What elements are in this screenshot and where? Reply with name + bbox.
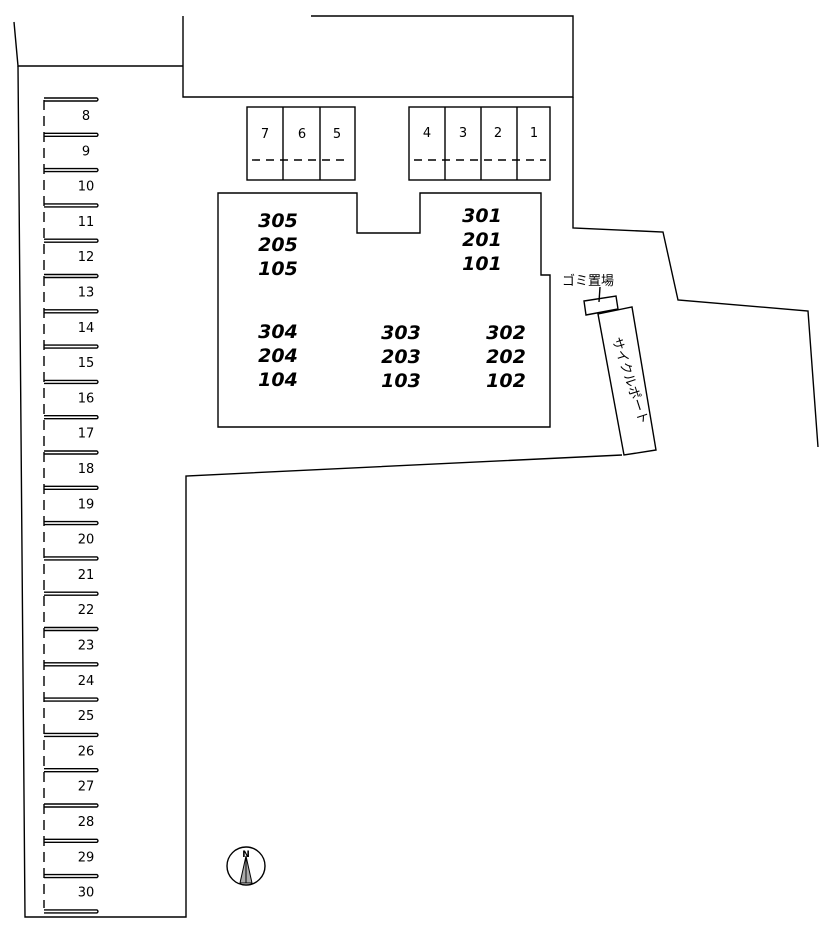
parking-divider (44, 344, 99, 349)
parking-space-1: 1 (530, 126, 538, 141)
parking-divider (44, 838, 99, 843)
parking-space-label: 20 (78, 533, 95, 548)
units-col2-bottom: 303 203 103 (381, 322, 421, 392)
unit-104: 104 (258, 369, 298, 391)
parking-space-6: 6 (298, 127, 306, 142)
parking-space-2: 2 (494, 126, 502, 141)
parking-divider (44, 309, 99, 314)
parking-space-label: 19 (78, 497, 95, 512)
parking-space-label: 18 (78, 462, 95, 477)
parking-divider (44, 768, 99, 773)
parking-divider (44, 167, 99, 173)
compass-north-icon: N (226, 846, 266, 886)
parking-space-label: 21 (78, 568, 95, 583)
unit-101: 101 (462, 253, 502, 275)
garbage-label: ゴミ置場 (562, 273, 614, 289)
parking-divider (44, 379, 99, 385)
cycle-port: サイクルポート (597, 306, 657, 456)
parking-divider (44, 273, 99, 279)
units-col1-top: 305 205 105 (258, 210, 298, 280)
units-col1-bottom: 304 204 104 (258, 321, 298, 391)
compass-letter: N (242, 850, 250, 860)
parking-divider (44, 203, 99, 208)
unit-105: 105 (258, 258, 298, 280)
top-parking-right: 4 3 2 1 (408, 106, 551, 181)
parking-divider (44, 97, 99, 102)
parking-divider (44, 556, 99, 561)
parking-divider (44, 803, 99, 808)
parking-space-label: 16 (78, 391, 95, 406)
parking-space-label: 28 (78, 815, 95, 830)
parking-space-label: 22 (78, 603, 95, 618)
parking-divider (44, 697, 99, 702)
parking-space-label: 30 (78, 886, 95, 901)
parking-space-label: 14 (78, 321, 95, 336)
parking-divider (44, 591, 99, 596)
parking-divider (44, 909, 99, 914)
parking-space-label: 8 (82, 109, 90, 124)
parking-divider (44, 732, 99, 738)
unit-205: 205 (258, 234, 298, 256)
parking-divider (44, 450, 99, 455)
parking-space-label: 9 (82, 144, 90, 159)
units-col4-top: 301 201 101 (462, 205, 502, 275)
parking-space-label: 13 (78, 286, 95, 301)
parking-space-label: 17 (78, 427, 95, 442)
parking-divider (44, 662, 99, 667)
unit-301: 301 (462, 205, 502, 227)
unit-201: 201 (462, 229, 502, 251)
parking-divider (44, 626, 99, 632)
parking-divider (44, 415, 99, 420)
parking-space-label: 27 (78, 780, 95, 795)
site-outline (13, 15, 819, 918)
unit-303: 303 (381, 322, 421, 344)
units-col3-bottom: 302 202 102 (486, 322, 526, 392)
unit-204: 204 (258, 345, 298, 367)
building-outline (217, 192, 551, 428)
parking-divider (44, 238, 99, 243)
parking-space-label: 23 (78, 639, 95, 654)
parking-space-label: 12 (78, 250, 95, 265)
unit-202: 202 (486, 346, 526, 368)
parking-space-label: 26 (78, 744, 95, 759)
parking-space-3: 3 (459, 126, 467, 141)
parking-space-label: 24 (78, 674, 95, 689)
unit-304: 304 (258, 321, 298, 343)
parking-space-4: 4 (423, 126, 431, 141)
parking-space-label: 10 (78, 180, 95, 195)
parking-space-7: 7 (261, 127, 269, 142)
parking-divider (44, 520, 99, 526)
garbage-area: ゴミ置場 (562, 273, 619, 316)
unit-302: 302 (486, 322, 526, 344)
left-parking-area: 8 9 10 11 12 13 14 15 16 17 18 19 20 21 22 23 24 25 26 27 28… (43, 97, 99, 914)
unit-102: 102 (486, 370, 526, 392)
parking-space-5: 5 (333, 127, 341, 142)
unit-103: 103 (381, 370, 421, 392)
parking-space-label: 11 (78, 215, 95, 230)
parking-divider (44, 873, 99, 879)
parking-space-label: 25 (78, 709, 95, 724)
top-parking-left: 7 6 5 (246, 106, 356, 181)
parking-divider (44, 132, 99, 137)
unit-203: 203 (381, 346, 421, 368)
parking-divider (44, 485, 99, 490)
unit-305: 305 (258, 210, 298, 232)
parking-space-label: 29 (78, 850, 95, 865)
parking-space-label: 15 (78, 356, 95, 371)
